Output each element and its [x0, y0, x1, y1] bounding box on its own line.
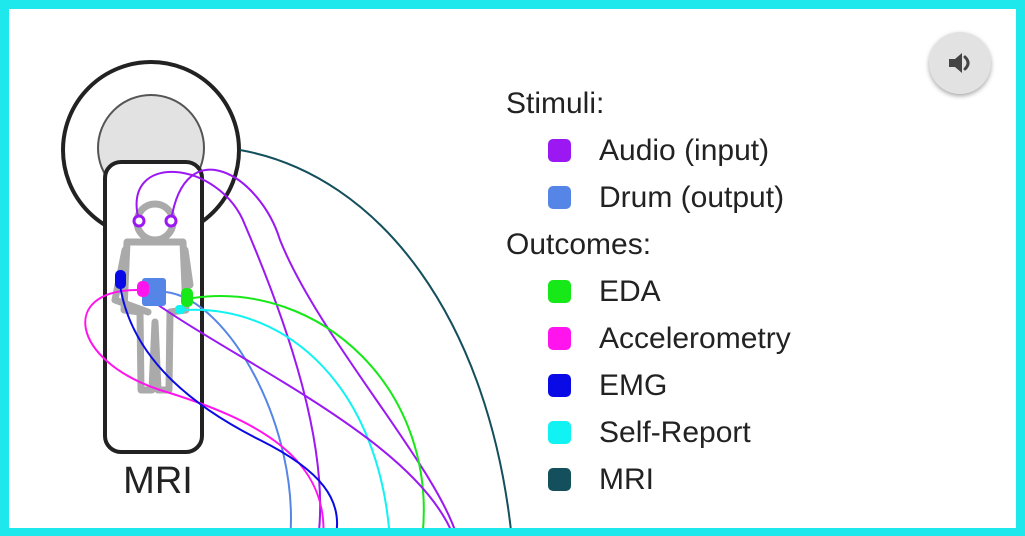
legend-item-eda: EDA — [506, 268, 791, 315]
stimuli-heading: Stimuli: — [506, 87, 605, 120]
audio-cable-b — [170, 168, 458, 536]
self-report-swatch — [548, 421, 571, 444]
legend-item-accelerometry: Accelerometry — [506, 315, 791, 362]
legend-label: Self-Report — [599, 416, 751, 449]
legend-label: Accelerometry — [599, 322, 791, 355]
accelerometry-cable — [84, 289, 325, 536]
self-report-cable — [184, 308, 391, 536]
accelerometer-sensor — [137, 281, 149, 297]
legend-label: EMG — [599, 369, 668, 402]
eda-swatch — [548, 280, 571, 303]
emg-cable — [119, 284, 339, 536]
legend: Stimuli: Audio (input) Drum (output) Out… — [506, 80, 791, 503]
mri-swatch — [548, 468, 571, 491]
legend-item-audio: Audio (input) — [506, 127, 791, 174]
scanner-bed — [103, 160, 204, 454]
legend-label: Audio (input) — [599, 134, 770, 167]
eda-sensor — [181, 288, 193, 307]
scanner-label: MRI — [123, 460, 193, 502]
frame-bottom-bar — [0, 528, 1025, 536]
legend-label: Drum (output) — [599, 181, 785, 214]
legend-label: EDA — [599, 275, 661, 308]
outcomes-heading: Outcomes: — [506, 228, 652, 261]
legend-item-mri: MRI — [506, 456, 791, 503]
self-report-device — [175, 305, 185, 314]
emg-sensor — [115, 270, 126, 289]
legend-item-emg: EMG — [506, 362, 791, 409]
sound-button[interactable] — [929, 32, 991, 94]
headphone-left-sensor — [132, 214, 146, 228]
headphone-right-sensor — [164, 214, 178, 228]
legend-label: MRI — [599, 463, 654, 496]
cable-layer — [84, 149, 513, 536]
mri-cable — [239, 149, 513, 536]
legend-item-self-report: Self-Report — [506, 409, 791, 456]
accelerometry-swatch — [548, 327, 571, 350]
drum-swatch — [548, 186, 571, 209]
legend-item-drum: Drum (output) — [506, 174, 791, 221]
audio-cable-c — [139, 291, 455, 536]
audio-swatch — [548, 139, 571, 162]
volume-icon — [949, 53, 970, 73]
audio-cable-a — [135, 171, 322, 536]
eda-cable — [192, 295, 425, 536]
emg-swatch — [548, 374, 571, 397]
